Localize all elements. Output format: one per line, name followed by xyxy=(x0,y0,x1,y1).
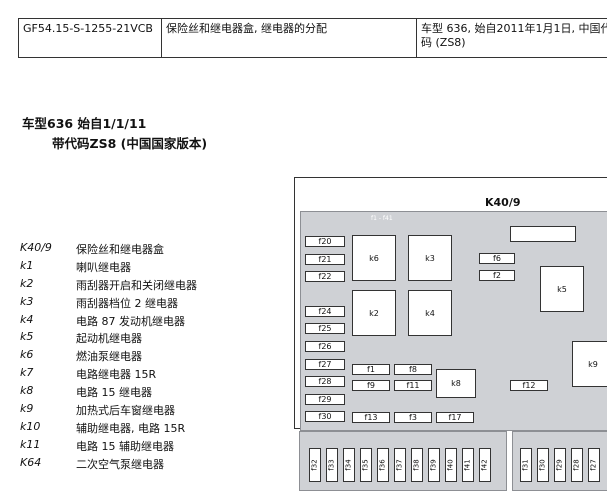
fuse-f21: f21 xyxy=(305,254,345,265)
doc-scope: 车型 636, 始自2011年1月1日, 中国代码 (ZS8) xyxy=(417,19,607,58)
legend-code: k7 xyxy=(20,366,33,379)
relay-k3: k3 xyxy=(408,235,452,281)
doc-code: GF54.15-S-1255-21VCB xyxy=(19,19,162,58)
legend-desc: 雨刮器档位 2 继电器 xyxy=(76,295,178,311)
fuse-f9: f9 xyxy=(352,380,390,391)
relay-k8: k8 xyxy=(436,369,476,398)
fuse-f31: f31 xyxy=(520,448,532,482)
legend-code: k8 xyxy=(20,384,33,397)
fuse-f13: f13 xyxy=(352,412,390,423)
legend-desc: 燃油泵继电器 xyxy=(76,348,142,364)
fuse-f1: f1 xyxy=(352,364,390,375)
legend-code: k10 xyxy=(20,420,40,433)
legend-desc: 起动机继电器 xyxy=(76,330,142,346)
relay-k9: k9 xyxy=(572,341,607,387)
fuse-f27-bottom: f27 xyxy=(588,448,600,482)
diagram-title: K40/9 xyxy=(485,196,521,209)
legend-code: k6 xyxy=(20,348,33,361)
fuse-f29: f29 xyxy=(305,394,345,405)
fuse-f28: f28 xyxy=(305,376,345,387)
legend-desc: 二次空气泵继电器 xyxy=(76,456,164,472)
fuse-box-body xyxy=(300,211,607,431)
fuse-f33: f33 xyxy=(326,448,338,482)
fuse-f36: f36 xyxy=(377,448,389,482)
page-title: 车型636 始自1/1/11 xyxy=(22,113,146,132)
fuse-f6: f6 xyxy=(479,253,515,264)
legend-code: k11 xyxy=(20,438,40,451)
fuse-f42: f42 xyxy=(479,448,491,482)
fuse-f17: f17 xyxy=(436,412,474,423)
fuse-f30: f30 xyxy=(305,411,345,422)
fuse-f24: f24 xyxy=(305,306,345,317)
fuse-f40: f40 xyxy=(445,448,457,482)
fuse-f38: f38 xyxy=(411,448,423,482)
document-header-table: GF54.15-S-1255-21VCB 保险丝和继电器盒, 继电器的分配 车型… xyxy=(18,18,607,58)
fuse-f39: f39 xyxy=(428,448,440,482)
relay-k2: k2 xyxy=(352,290,396,336)
legend-desc: 电路 87 发动机继电器 xyxy=(76,313,185,329)
legend-code: K40/9 xyxy=(20,241,52,254)
legend-desc: 电路 15 辅助继电器 xyxy=(76,438,174,454)
legend-code: k4 xyxy=(20,313,33,326)
relay-k4: k4 xyxy=(408,290,452,336)
page-subtitle: 带代码ZS8 (中国国家版本) xyxy=(52,133,207,152)
legend-desc: 加热式后车窗继电器 xyxy=(76,402,175,418)
fuse-f32: f32 xyxy=(309,448,321,482)
legend-desc: 辅助继电器, 电路 15R xyxy=(76,420,185,436)
legend-code: K64 xyxy=(20,456,41,469)
relay-k6: k6 xyxy=(352,235,396,281)
fuse-f35: f35 xyxy=(360,448,372,482)
legend-code: k2 xyxy=(20,277,33,290)
fuse-f11: f11 xyxy=(394,380,432,391)
fuse-f12: f12 xyxy=(510,380,548,391)
legend-code: k1 xyxy=(20,259,33,272)
fuse-f3: f3 xyxy=(394,412,432,423)
fuse-f41: f41 xyxy=(462,448,474,482)
fuse-f34: f34 xyxy=(343,448,355,482)
fuse-f29-bottom: f29 xyxy=(554,448,566,482)
fuse-range-label: f1 - f41 xyxy=(371,215,393,222)
doc-title: 保险丝和继电器盒, 继电器的分配 xyxy=(162,19,417,58)
fuse-f25: f25 xyxy=(305,323,345,334)
legend-desc: 电路继电器 15R xyxy=(76,366,156,382)
legend-code: k9 xyxy=(20,402,33,415)
relay-k5: k5 xyxy=(540,266,584,312)
legend-desc: 电路 15 继电器 xyxy=(76,384,152,400)
fuse-f2: f2 xyxy=(479,270,515,281)
fuse-f26: f26 xyxy=(305,341,345,352)
fuse-f22: f22 xyxy=(305,271,345,282)
legend-code: k5 xyxy=(20,330,33,343)
fuse-f28-bottom: f28 xyxy=(571,448,583,482)
fuse-f8: f8 xyxy=(394,364,432,375)
fuse-f27: f27 xyxy=(305,359,345,370)
fuse-f37: f37 xyxy=(394,448,406,482)
legend-desc: 雨刮器开启和关闭继电器 xyxy=(76,277,197,293)
connector-plug xyxy=(510,226,576,242)
legend-desc: 保险丝和继电器盒 xyxy=(76,241,164,257)
fuse-f30-bottom: f30 xyxy=(537,448,549,482)
fuse-f20: f20 xyxy=(305,236,345,247)
legend-desc: 喇叭继电器 xyxy=(76,259,131,275)
legend-code: k3 xyxy=(20,295,33,308)
